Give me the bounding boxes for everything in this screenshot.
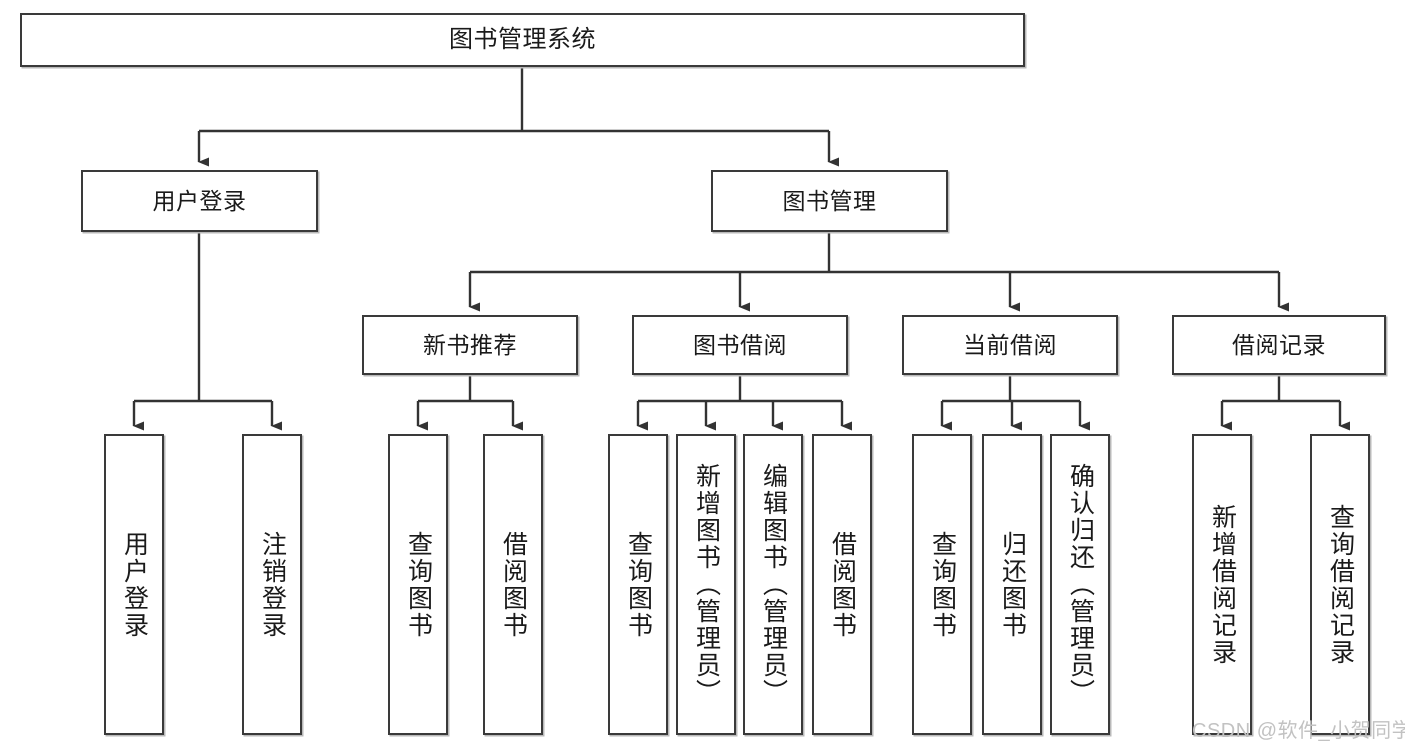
leaf-add-book-admin-label: 新增图书（管理员）: [692, 463, 721, 706]
leaf-query-book-current[interactable]: 查询图书: [912, 434, 972, 735]
leaf-return-book[interactable]: 归还图书: [982, 434, 1042, 735]
node-user-login[interactable]: 用户登录: [81, 170, 318, 232]
leaf-confirm-return-admin-label: 确认归还（管理员）: [1066, 463, 1095, 706]
leaf-borrow-book-recommend-label: 借阅图书: [499, 530, 528, 639]
leaf-query-book-borrow-label: 查询图书: [624, 530, 653, 639]
leaf-add-borrow-record-label: 新增借阅记录: [1208, 503, 1237, 666]
leaf-query-book-current-label: 查询图书: [928, 530, 957, 639]
csdn-watermark: CSDN @软件_小贺同学: [1192, 720, 1405, 742]
leaf-logout-label: 注销登录: [258, 530, 287, 639]
node-user-login-label: 用户登录: [152, 187, 247, 214]
leaf-confirm-return-admin[interactable]: 确认归还（管理员）: [1050, 434, 1110, 735]
leaf-user-login-label: 用户登录: [120, 530, 149, 639]
node-book-management[interactable]: 图书管理: [711, 170, 948, 232]
node-new-book-recommend[interactable]: 新书推荐: [362, 315, 578, 375]
node-root[interactable]: 图书管理系统: [20, 13, 1025, 67]
node-borrow-record[interactable]: 借阅记录: [1172, 315, 1386, 375]
leaf-add-book-admin[interactable]: 新增图书（管理员）: [676, 434, 736, 735]
leaf-query-borrow-record-label: 查询借阅记录: [1326, 503, 1355, 666]
leaf-borrow-book-label: 借阅图书: [828, 530, 857, 639]
leaf-edit-book-admin[interactable]: 编辑图书（管理员）: [743, 434, 803, 735]
leaf-edit-book-admin-label: 编辑图书（管理员）: [759, 463, 788, 706]
node-book-borrow[interactable]: 图书借阅: [632, 315, 848, 375]
node-new-book-recommend-label: 新书推荐: [423, 331, 517, 358]
node-root-label: 图书管理系统: [449, 26, 596, 54]
node-book-management-label: 图书管理: [782, 187, 877, 214]
leaf-return-book-label: 归还图书: [998, 530, 1027, 639]
leaf-user-login[interactable]: 用户登录: [104, 434, 164, 735]
leaf-query-book-recommend-label: 查询图书: [404, 530, 433, 639]
leaf-borrow-book-recommend[interactable]: 借阅图书: [483, 434, 543, 735]
leaf-borrow-book[interactable]: 借阅图书: [812, 434, 872, 735]
leaf-query-borrow-record[interactable]: 查询借阅记录: [1310, 434, 1370, 735]
leaf-add-borrow-record[interactable]: 新增借阅记录: [1192, 434, 1252, 735]
leaf-logout[interactable]: 注销登录: [242, 434, 302, 735]
leaf-query-book-borrow[interactable]: 查询图书: [608, 434, 668, 735]
leaf-query-book-recommend[interactable]: 查询图书: [388, 434, 448, 735]
node-current-borrow[interactable]: 当前借阅: [902, 315, 1118, 375]
node-current-borrow-label: 当前借阅: [963, 331, 1057, 358]
node-book-borrow-label: 图书借阅: [693, 331, 787, 358]
node-borrow-record-label: 借阅记录: [1232, 331, 1326, 358]
